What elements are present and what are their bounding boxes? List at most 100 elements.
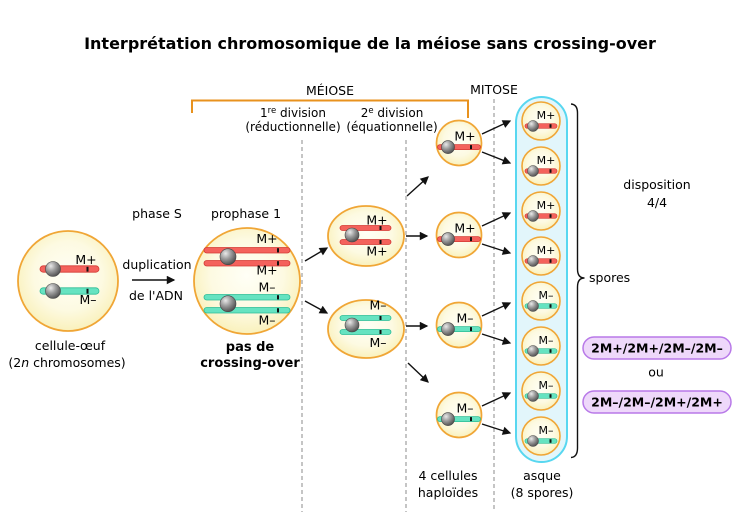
centromere — [441, 412, 455, 426]
arrow-mitosis-4 — [481, 243, 512, 255]
disposition-line2: 4/4 — [647, 195, 667, 210]
cell-membrane — [435, 301, 483, 349]
combination-text-1: 2M+/2M+/2M–/2M– — [591, 341, 723, 356]
centromere — [527, 120, 539, 132]
locus-tick — [379, 226, 382, 230]
cell-membrane — [435, 391, 483, 439]
no-crossover-line2: crossing-over — [200, 356, 300, 371]
haploid-cell: M– — [435, 391, 483, 439]
egg-caption-line2: (2n chromosomes) — [8, 355, 125, 370]
spore-label: M+ — [537, 199, 556, 212]
centromere — [527, 390, 539, 402]
spores-brace — [570, 103, 585, 459]
spores-label: spores — [589, 270, 630, 285]
division1-label: 1re division — [260, 106, 326, 120]
centromere — [527, 165, 539, 177]
duplication-label-line2: de l'ADN — [129, 288, 183, 303]
duplication-label-line1: duplication — [122, 257, 191, 272]
meiosis-header: MÉIOSE — [306, 83, 354, 98]
prophase-membrane — [193, 227, 301, 335]
chromatid-label: M– — [369, 298, 386, 313]
arrow-meiosis2-d — [407, 362, 429, 383]
arrow-meiosis2-a — [406, 176, 429, 197]
cell-membrane — [435, 119, 483, 167]
spore-label: M– — [539, 424, 554, 437]
egg-caption-line1: cellule-œuf — [35, 338, 106, 353]
chromosome-label: M+ — [454, 221, 475, 236]
locus-tick — [549, 349, 552, 353]
centromere — [527, 435, 539, 447]
cell-membrane — [327, 299, 405, 359]
spore: M+ — [521, 236, 561, 276]
locus-tick — [470, 417, 472, 422]
arrow-mitosis-3 — [481, 212, 512, 227]
centromere — [45, 261, 61, 277]
disposition-line1: disposition — [623, 177, 690, 192]
spore: M+ — [521, 191, 561, 231]
centromere — [527, 255, 539, 267]
arrow-mitosis-6 — [481, 333, 512, 345]
arrow-meiosis1-top — [304, 247, 329, 262]
locus-tick — [86, 266, 89, 272]
spore: M– — [521, 281, 561, 321]
centromere — [219, 295, 237, 313]
spore-label: M– — [539, 334, 554, 347]
locus-tick — [549, 214, 552, 218]
locus-tick — [277, 308, 279, 313]
chromosome-label: M– — [456, 311, 473, 326]
arrow-mitosis-5 — [481, 302, 512, 317]
locus-tick — [86, 288, 89, 294]
spore: M– — [521, 326, 561, 366]
centromere — [219, 248, 237, 266]
spore-label: M+ — [537, 244, 556, 257]
spore-label: M– — [539, 289, 554, 302]
spore-label: M+ — [537, 154, 556, 167]
no-crossover-line1: pas de — [226, 340, 275, 355]
division2-label: 2e division — [361, 106, 424, 120]
arrow-mitosis-2 — [481, 151, 512, 165]
meiosis-bracket — [191, 99, 469, 118]
chromatid-label: M– — [369, 335, 386, 350]
locus-tick — [277, 261, 279, 266]
spore: M– — [521, 371, 561, 411]
meiosis1-cell-bottom: M– M– — [327, 298, 405, 359]
division2-sublabel: (équationnelle) — [346, 120, 437, 134]
phase-s-label: phase S — [132, 206, 182, 221]
locus-tick — [379, 330, 382, 334]
chromatid-label: M+ — [256, 263, 277, 278]
chromatid-label: M+ — [366, 244, 387, 259]
spore-label: M+ — [537, 109, 556, 122]
centromere — [441, 232, 455, 246]
chromatid-label: M+ — [366, 213, 387, 228]
locus-tick — [470, 327, 472, 332]
or-label: ou — [648, 365, 664, 380]
spore: M+ — [521, 101, 561, 141]
prophase-label: prophase 1 — [211, 206, 281, 221]
cell-membrane — [435, 211, 483, 259]
cell-membrane — [327, 205, 405, 267]
centromere — [527, 300, 539, 312]
locus-tick — [549, 304, 552, 308]
spore: M– — [521, 416, 561, 456]
locus-tick — [549, 394, 552, 398]
page-title: Interprétation chromosomique de la méios… — [84, 34, 656, 53]
spore: M+ — [521, 146, 561, 186]
haploid-caption-line2: haploïdes — [418, 485, 478, 500]
pill-background — [582, 336, 732, 360]
arrow-mitosis-1 — [481, 120, 512, 135]
locus-tick — [549, 439, 552, 443]
chromosome-label: M– — [456, 401, 473, 416]
prophase-cell: M+ M+ M– M– — [193, 227, 301, 335]
locus-tick — [470, 237, 472, 242]
centromere — [441, 140, 455, 154]
locus-tick — [379, 316, 382, 320]
locus-tick — [379, 240, 382, 244]
centromere — [344, 227, 360, 243]
egg-cell: M+ M– — [17, 230, 119, 332]
locus-tick — [470, 145, 472, 150]
chromatid-label: M+ — [256, 231, 277, 246]
division1-sublabel: (réductionnelle) — [245, 120, 340, 134]
arrow-mitosis-7 — [481, 392, 512, 407]
locus-tick — [277, 248, 279, 253]
